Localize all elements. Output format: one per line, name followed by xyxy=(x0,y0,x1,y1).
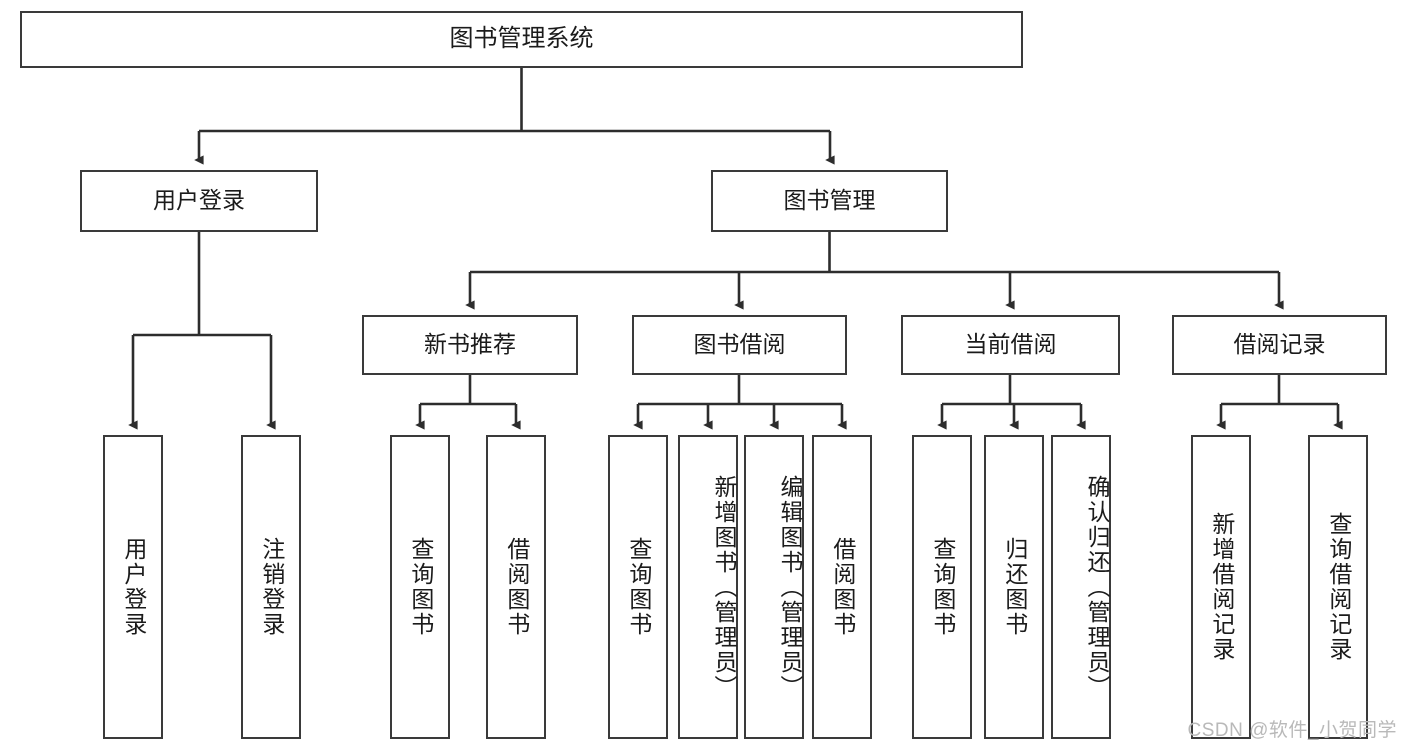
leaf-add-borrow-record-label: 新增借阅记录 xyxy=(1208,512,1235,662)
leaf-query-book-current[interactable]: 查询图书 xyxy=(912,435,972,739)
leaf-add-book-admin[interactable]: 新增图书（管理员） xyxy=(678,435,738,739)
leaf-edit-book-admin-label: 编辑图书（管理员） xyxy=(777,474,803,700)
leaf-query-book-newbook[interactable]: 查询图书 xyxy=(390,435,450,739)
leaf-query-book-borrow-label: 查询图书 xyxy=(625,537,652,637)
node-root-label: 图书管理系统 xyxy=(449,25,594,53)
leaf-borrow-book-label: 借阅图书 xyxy=(829,537,856,637)
leaf-user-login[interactable]: 用户登录 xyxy=(103,435,163,739)
leaf-return-book[interactable]: 归还图书 xyxy=(984,435,1044,739)
node-book-borrow[interactable]: 图书借阅 xyxy=(632,315,847,375)
node-current-borrow[interactable]: 当前借阅 xyxy=(901,315,1120,375)
leaf-add-borrow-record[interactable]: 新增借阅记录 xyxy=(1191,435,1251,739)
leaf-user-login-label: 用户登录 xyxy=(120,537,147,637)
node-root[interactable]: 图书管理系统 xyxy=(20,11,1023,68)
node-book-management-label: 图书管理 xyxy=(783,187,876,214)
leaf-query-borrow-record-label: 查询借阅记录 xyxy=(1325,512,1352,662)
node-borrow-record[interactable]: 借阅记录 xyxy=(1172,315,1387,375)
leaf-edit-book-admin[interactable]: 编辑图书（管理员） xyxy=(744,435,804,739)
node-new-book-recommend[interactable]: 新书推荐 xyxy=(362,315,578,375)
leaf-query-borrow-record[interactable]: 查询借阅记录 xyxy=(1308,435,1368,739)
node-current-borrow-label: 当前借阅 xyxy=(964,331,1057,358)
leaf-query-book-current-label: 查询图书 xyxy=(929,537,956,637)
node-book-management[interactable]: 图书管理 xyxy=(711,170,948,232)
leaf-query-book-newbook-label: 查询图书 xyxy=(407,537,434,637)
leaf-logout[interactable]: 注销登录 xyxy=(241,435,301,739)
leaf-confirm-return-admin-label: 确认归还（管理员） xyxy=(1084,474,1110,700)
watermark: CSDN @软件_小贺同学 xyxy=(1187,720,1397,741)
node-user-login[interactable]: 用户登录 xyxy=(80,170,318,232)
leaf-return-book-label: 归还图书 xyxy=(1001,537,1028,637)
leaf-logout-label: 注销登录 xyxy=(258,537,285,637)
node-new-book-recommend-label: 新书推荐 xyxy=(424,331,516,358)
leaf-borrow-book[interactable]: 借阅图书 xyxy=(812,435,872,739)
leaf-borrow-book-newbook-label: 借阅图书 xyxy=(503,537,530,637)
leaf-confirm-return-admin[interactable]: 确认归还（管理员） xyxy=(1051,435,1111,739)
leaf-query-book-borrow[interactable]: 查询图书 xyxy=(608,435,668,739)
node-book-borrow-label: 图书借阅 xyxy=(693,331,786,358)
leaf-add-book-admin-label: 新增图书（管理员） xyxy=(711,474,737,700)
node-user-login-label: 用户登录 xyxy=(153,187,245,214)
node-borrow-record-label: 借阅记录 xyxy=(1233,331,1326,358)
leaf-borrow-book-newbook[interactable]: 借阅图书 xyxy=(486,435,546,739)
